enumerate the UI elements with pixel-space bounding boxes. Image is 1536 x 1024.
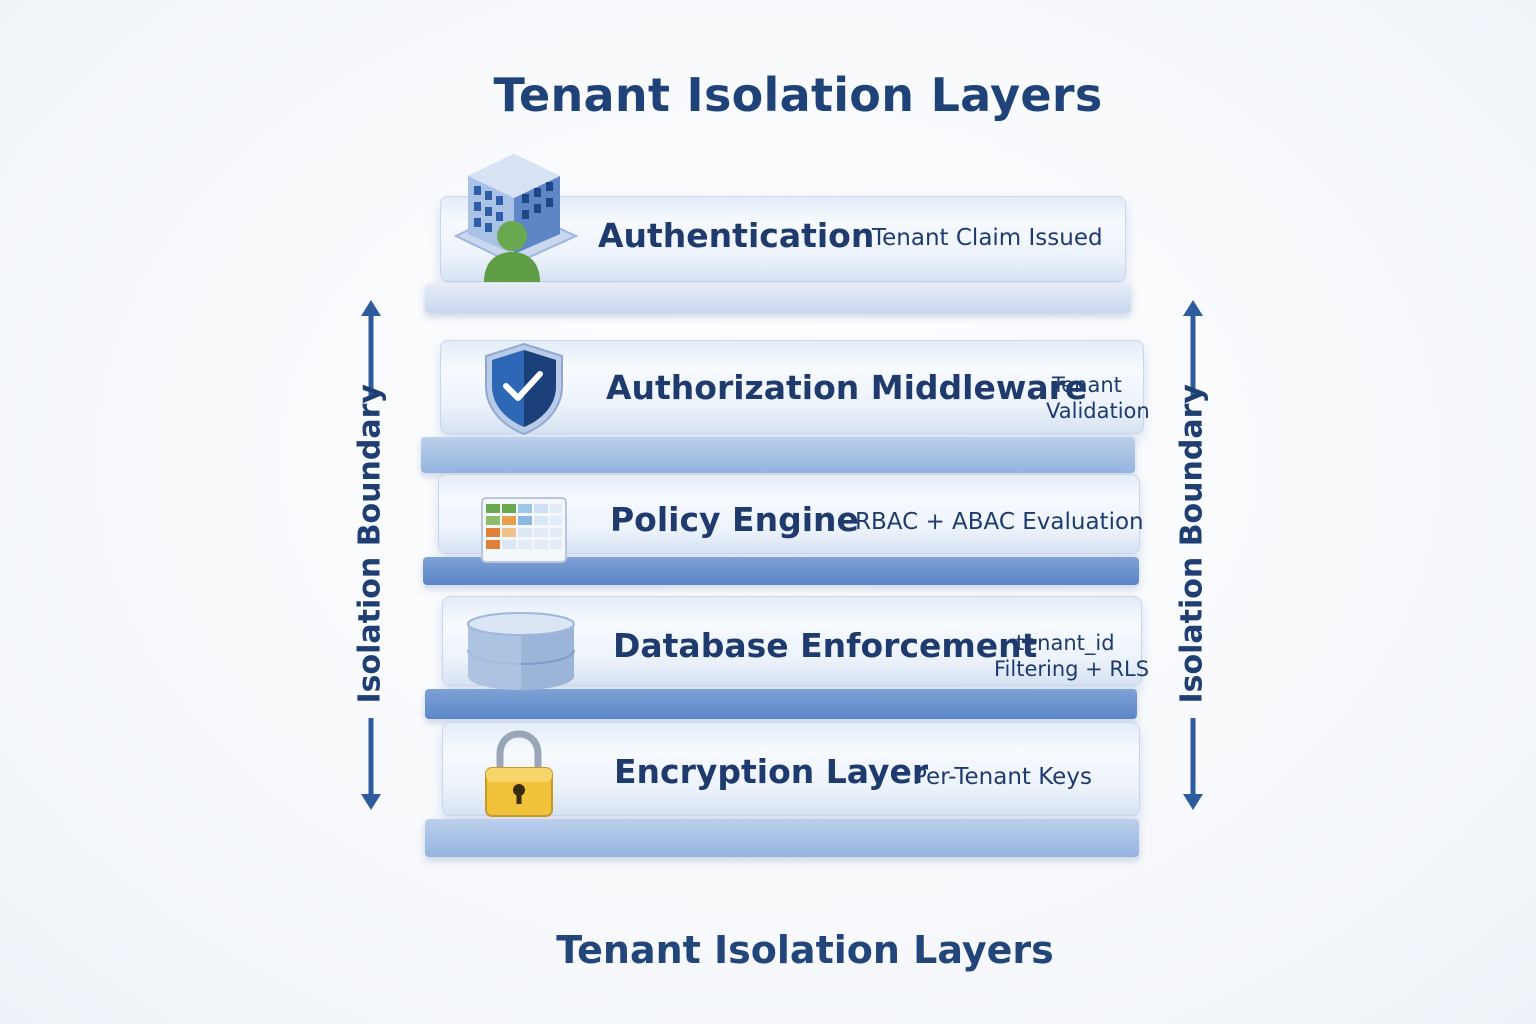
right-boundary-arrow-down <box>1183 718 1203 810</box>
layer-encryption <box>425 722 1140 857</box>
layer-base <box>425 689 1137 719</box>
layer-detail-authorization-line1: Tenant <box>1052 373 1122 397</box>
layer-detail-authorization-line2: Validation <box>1046 399 1150 423</box>
layer-name-authorization-middleware: Authorization Middleware <box>606 368 1088 407</box>
layer-name-database-enforcement: Database Enforcement <box>613 626 1038 665</box>
database-icon <box>467 612 575 690</box>
layer-detail-database-line1: tenant_id <box>1016 631 1115 655</box>
layer-name-policy-engine: Policy Engine <box>610 500 859 539</box>
layer-detail-authentication: Tenant Claim Issued <box>872 225 1103 251</box>
layer-detail-database-line2: Filtering + RLS <box>994 657 1150 681</box>
layer-base <box>421 437 1135 473</box>
layer-detail-policy-engine: RBAC + ABAC Evaluation <box>855 509 1144 535</box>
right-boundary-label: Isolation Boundary <box>1174 384 1210 704</box>
shield-check-icon <box>485 342 563 436</box>
padlock-icon <box>485 730 553 817</box>
left-boundary-arrow-down <box>361 718 381 810</box>
layer-name-encryption: Encryption Layer <box>614 752 929 791</box>
footer-title: Tenant Isolation Layers <box>556 928 1054 972</box>
building-user-icon <box>453 154 579 282</box>
left-boundary-arrow-up <box>361 300 381 396</box>
diagram-title: Tenant Isolation Layers <box>493 68 1103 122</box>
left-boundary-label: Isolation Boundary <box>352 384 388 704</box>
policy-table-icon <box>481 497 567 563</box>
layer-name-authentication: Authentication <box>598 216 875 255</box>
layer-base <box>425 819 1139 857</box>
layer-detail-encryption: Per-Tenant Keys <box>913 764 1092 790</box>
right-boundary-arrow-up <box>1183 300 1203 396</box>
layer-base <box>425 283 1131 313</box>
